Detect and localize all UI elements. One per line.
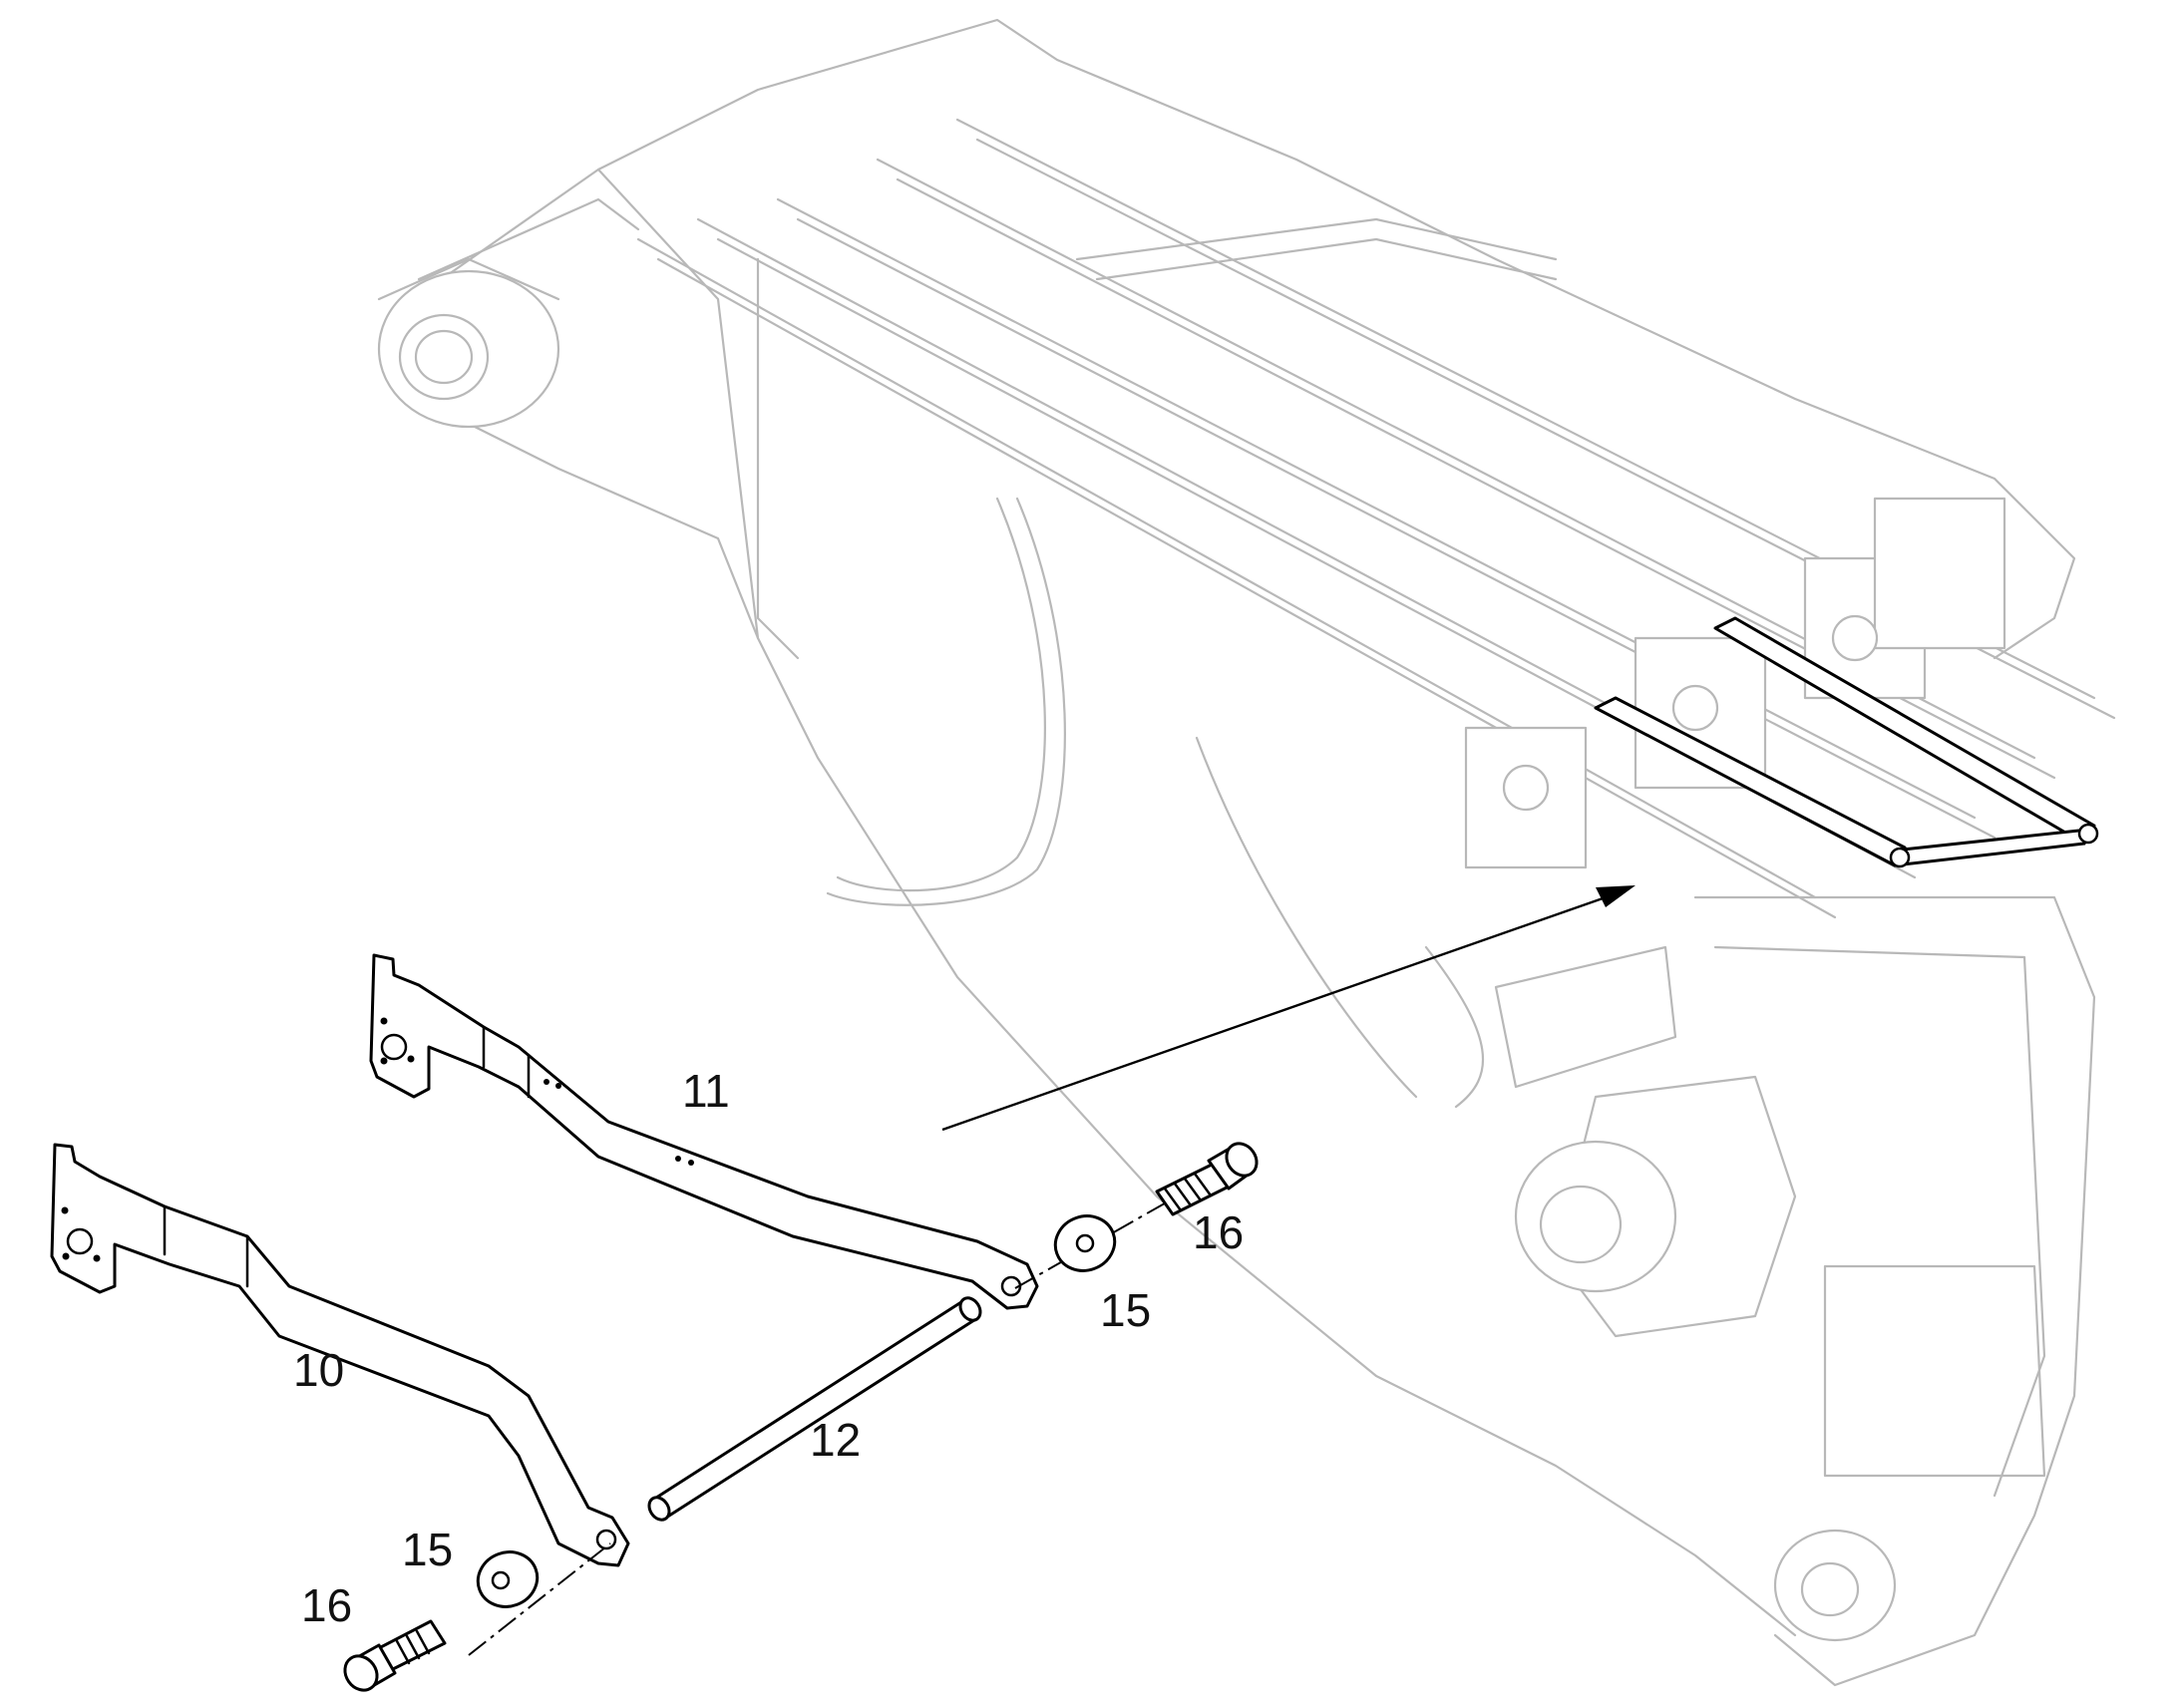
callout-16-upper: 16: [1193, 1206, 1244, 1258]
callout-12: 12: [810, 1414, 861, 1466]
callout-11: 11: [682, 1065, 730, 1117]
location-leader-arrow: [941, 885, 1635, 1132]
part-12-rod: [647, 1296, 982, 1522]
part-16-screw-lower: [343, 1619, 447, 1692]
part-15-washer-lower: [476, 1550, 540, 1608]
installed-frame-highlight: [1594, 616, 2099, 868]
callout-16-lower: 16: [301, 1579, 352, 1631]
callout-15-upper: 15: [1100, 1284, 1151, 1336]
boom-assembly-ghost: [377, 18, 2116, 1687]
part-10-bracket: [50, 1143, 630, 1567]
assembly-axis-lower: [468, 1542, 611, 1656]
callout-10: 10: [293, 1344, 344, 1396]
callout-15-lower: 15: [402, 1524, 453, 1575]
part-15-washer-upper: [1053, 1214, 1117, 1272]
part-11-bracket: [369, 953, 1039, 1310]
part-16-screw-upper: [1155, 1142, 1259, 1216]
